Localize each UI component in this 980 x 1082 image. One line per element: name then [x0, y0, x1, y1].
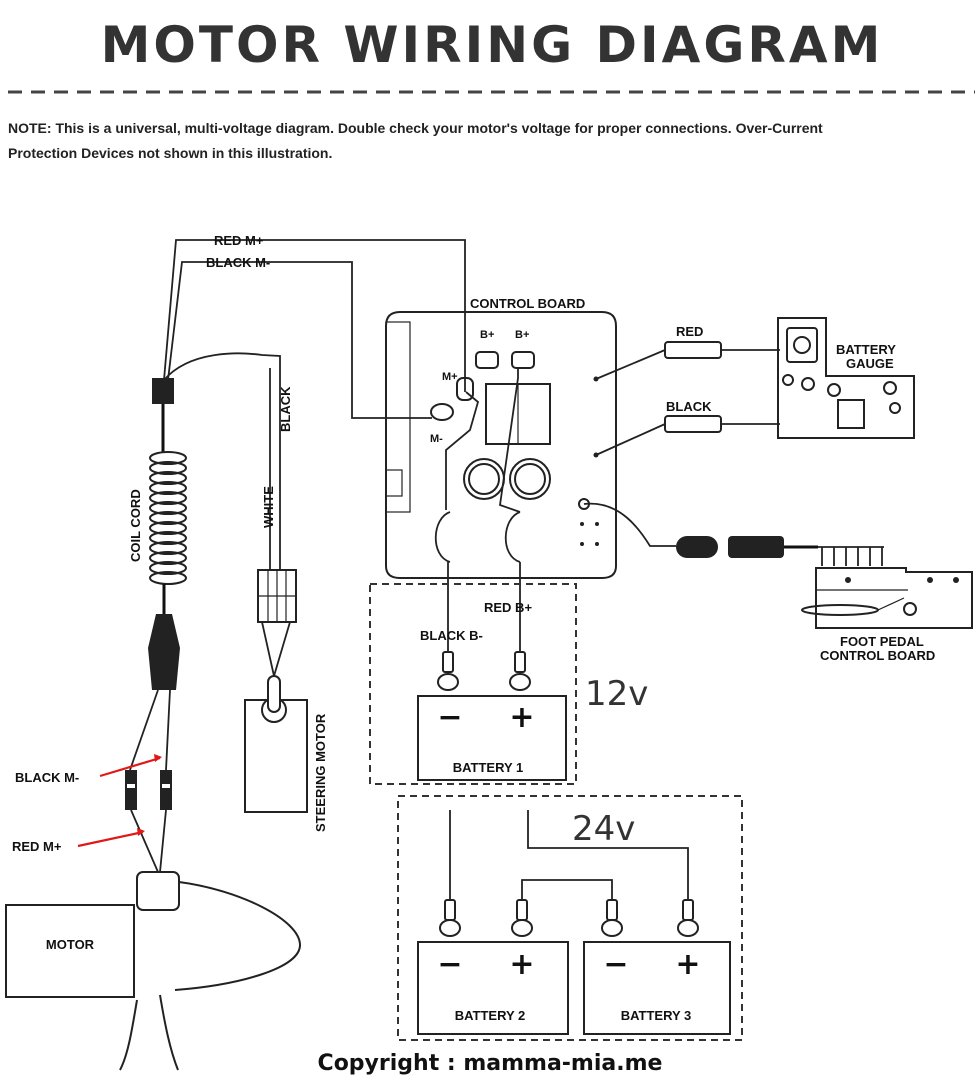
- label-foot-pedal-1: FOOT PEDAL: [840, 634, 924, 649]
- note-line-1: NOTE: This is a universal, multi-voltage…: [8, 120, 823, 136]
- motor-lead-labels: BLACK M- RED M+: [12, 754, 162, 854]
- label-m-plus: M+: [442, 371, 458, 383]
- gauge-chip: [837, 399, 865, 429]
- label-control-board: CONTROL BOARD: [470, 296, 585, 311]
- page-title: MOTOR WIRING DIAGRAM: [101, 16, 884, 74]
- label-black-gauge: BLACK: [666, 399, 712, 414]
- voltage-12v: 12v: [585, 674, 648, 714]
- terminal-b-plus-1: [475, 351, 499, 369]
- terminal-b-plus-2: [511, 351, 535, 369]
- pedal-plug-2: [728, 536, 784, 558]
- battery-3-minus: −: [603, 947, 628, 982]
- battery-3-plus: +: [675, 947, 700, 982]
- motor-plug: [148, 614, 180, 690]
- steering-motor-box: [244, 699, 308, 813]
- voltage-24v: 24v: [572, 809, 635, 849]
- connector-red-m-plus: [160, 770, 172, 810]
- label-coil-cord: COIL CORD: [128, 489, 143, 562]
- black-gauge-connector: [664, 415, 722, 433]
- label-motor: MOTOR: [46, 937, 95, 952]
- label-m-minus: M-: [430, 433, 443, 445]
- label-red-b-plus: RED B+: [484, 600, 532, 615]
- label-white-vert: WHITE: [261, 486, 276, 528]
- battery-gauge: RED BLACK BATTERY GAUGE: [595, 317, 915, 456]
- battery-1-plus: +: [509, 700, 534, 735]
- label-battery-gauge-2: GAUGE: [846, 356, 894, 371]
- label-foot-pedal-2: CONTROL BOARD: [820, 648, 935, 663]
- motor-box: [5, 904, 135, 998]
- label-red-m-plus-top: RED M+: [214, 233, 264, 248]
- battery-1-label: BATTERY 1: [453, 760, 524, 775]
- label-steering-motor: STEERING MOTOR: [313, 713, 328, 832]
- battery-2-plus: +: [509, 947, 534, 982]
- battery-3-label: BATTERY 3: [621, 1008, 692, 1023]
- main-cable: COIL CORD: [125, 352, 281, 873]
- control-board: CONTROL BOARD B+ B+ M+ M-: [385, 296, 617, 579]
- label-black-m-minus-low: BLACK M-: [15, 770, 79, 785]
- label-b-plus-1: B+: [480, 329, 494, 341]
- battery-1: [417, 695, 567, 781]
- capacitor-2: [509, 458, 551, 500]
- foot-pedal: FOOT PEDAL CONTROL BOARD: [583, 502, 973, 663]
- battery-2-label: BATTERY 2: [455, 1008, 526, 1023]
- label-black-m-minus-top: BLACK M-: [206, 255, 270, 270]
- label-black-b-minus: BLACK B-: [420, 628, 483, 643]
- trolling-motor: MOTOR: [5, 871, 302, 1071]
- red-gauge-connector: [664, 341, 722, 359]
- red-arrow-red-lead: [77, 830, 144, 848]
- cable-junction: [152, 378, 174, 404]
- battery-1-minus: −: [437, 700, 462, 735]
- label-battery-gauge-1: BATTERY: [836, 342, 896, 357]
- pedal-plug-1: [676, 536, 718, 558]
- steering-motor: BLACK WHITE STEERING MOTOR: [244, 386, 328, 832]
- terminal-m-plus: [456, 377, 474, 401]
- red-arrow-black-lead: [99, 756, 161, 778]
- label-red-gauge: RED: [676, 324, 703, 339]
- section-24v: 24v − + BATTERY 2 − + BATTERY 3: [397, 795, 743, 1041]
- label-red-m-plus-low: RED M+: [12, 839, 62, 854]
- copyright-text: Copyright : mamma-mia.me: [318, 1051, 663, 1076]
- battery-2-minus: −: [437, 947, 462, 982]
- coil-cord: [149, 451, 187, 585]
- label-black-vert: BLACK: [278, 386, 293, 432]
- section-12v: 12v − + BATTERY 1: [369, 583, 648, 785]
- top-wires: RED M+ BLACK M-: [163, 233, 466, 419]
- label-b-plus-2: B+: [515, 329, 529, 341]
- battery-leads: RED B+ BLACK B-: [420, 562, 532, 652]
- note-line-2: Protection Devices not shown in this ill…: [8, 145, 332, 161]
- battery-3: [583, 941, 731, 1035]
- connector-black-m-minus: [125, 770, 137, 810]
- terminal-m-minus: [430, 403, 454, 421]
- battery-2: [417, 941, 569, 1035]
